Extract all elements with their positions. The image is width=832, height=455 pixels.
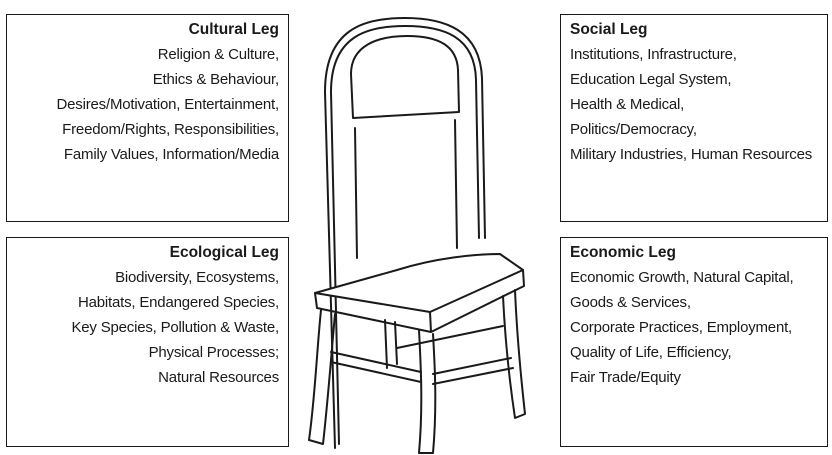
chair-back-right-leg [502,289,526,419]
economic-leg-list: Economic Growth, Natural Capital, Goods … [570,265,818,390]
cultural-leg-item: Desires/Motivation, Entertainment, [56,96,280,113]
cultural-leg-title: Cultural Leg [188,21,279,38]
social-leg-list: Institutions, Infrastructure, Education … [570,42,818,167]
economic-leg-item: Fair Trade/Equity [570,369,681,386]
cultural-leg-box: Cultural Leg Religion & Culture, Ethics … [6,14,289,222]
cultural-leg-item: Family Values, Information/Media [63,146,279,163]
chair-illustration [308,17,526,454]
cultural-leg-item: Ethics & Behaviour, [152,71,279,88]
social-leg-item: Politics/Democracy, [570,121,697,138]
ecological-leg-box: Ecological Leg Biodiversity, Ecosystems,… [6,237,289,447]
cultural-leg-item: Religion & Culture, [157,46,279,63]
economic-leg-item: Corporate Practices, Employment, [570,319,793,336]
economic-leg-item: Goods & Services, [570,294,691,311]
chair-stretcher-side [432,357,514,385]
ecological-leg-item: Physical Processes; [148,344,280,361]
chair-front-right-leg [418,329,437,454]
chair-seat-edge [314,269,525,333]
social-leg-item: Institutions, Infrastructure, [570,46,737,63]
ecological-leg-item: Habitats, Endangered Species, [78,294,279,311]
chair-back-slat [354,119,458,259]
chair-seat [314,253,524,313]
ecological-leg-list: Biodiversity, Ecosystems, Habitats, Enda… [16,265,279,390]
chair-back-panel [350,35,460,119]
cultural-leg-item: Freedom/Rights, Responsibilities, [62,121,279,138]
ecological-leg-item: Biodiversity, Ecosystems, [115,269,279,286]
economic-leg-title: Economic Leg [570,244,676,261]
ecological-leg-item: Natural Resources [158,369,279,386]
social-leg-item: Education Legal System, [570,71,732,88]
social-leg-title: Social Leg [570,21,648,38]
economic-leg-item: Quality of Life, Efficiency, [570,344,732,361]
social-leg-item: Health & Medical, [570,96,685,113]
chair-front-left-leg [308,309,336,445]
chair-stretcher-front [330,351,422,383]
social-leg-item: Military Industries, Human Resources [570,146,813,163]
ecological-leg-title: Ecological Leg [169,244,279,261]
chair-back-frame-inner [330,25,480,445]
social-leg-box: Social Leg Institutions, Infrastructure,… [560,14,828,222]
chair-stretcher-back [396,325,504,349]
ecological-leg-item: Key Species, Pollution & Waste, [71,319,279,336]
economic-leg-item: Economic Growth, Natural Capital, [570,269,794,286]
chair-back-frame [324,17,486,449]
economic-leg-box: Economic Leg Economic Growth, Natural Ca… [560,237,828,447]
cultural-leg-list: Religion & Culture, Ethics & Behaviour, … [16,42,280,167]
chair-back-left-leg [384,319,398,369]
